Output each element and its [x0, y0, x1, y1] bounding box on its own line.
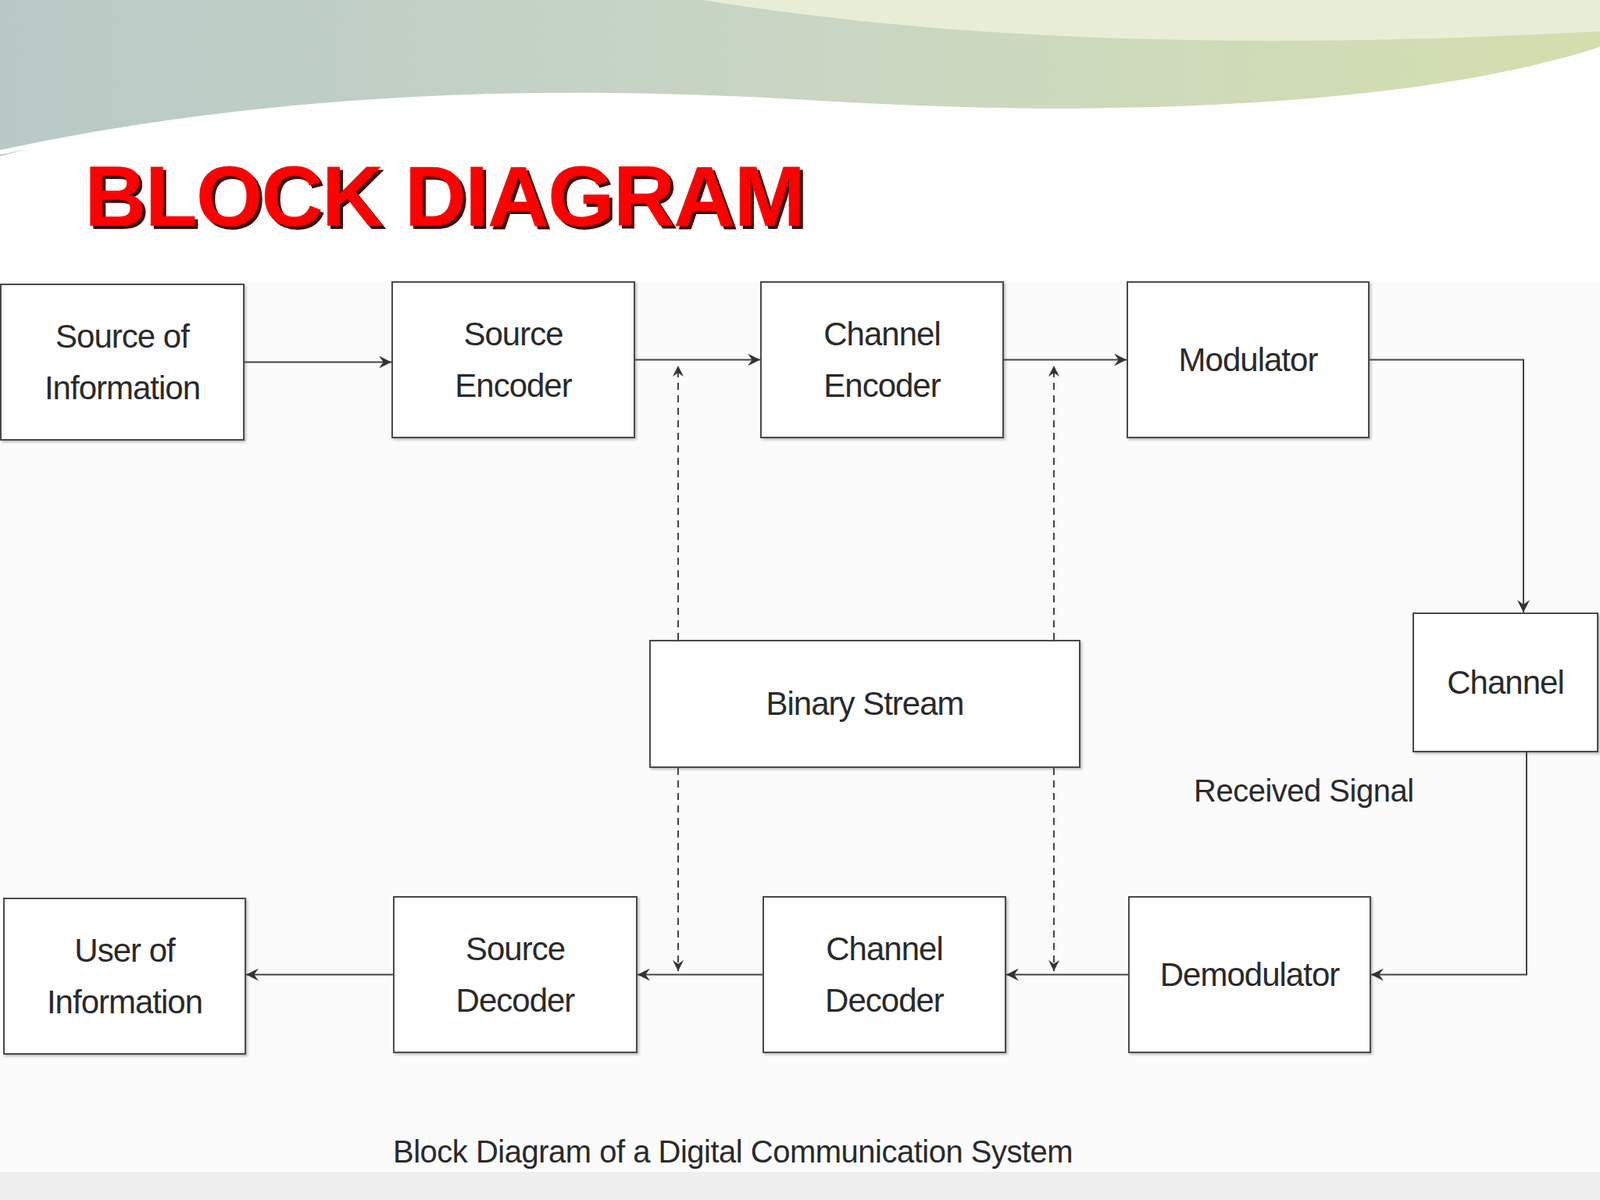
box-label: Channel — [1446, 657, 1564, 709]
process-box: Source of Information — [0, 283, 245, 441]
process-box: User of Information — [3, 897, 247, 1055]
process-box: Modulator — [1126, 281, 1370, 439]
box-label: Source of Information — [17, 310, 228, 415]
connector-group — [635, 359, 761, 361]
connector-group — [1369, 360, 1524, 614]
box-label: User of Information — [20, 925, 229, 1029]
process-box: Binary Stream — [649, 639, 1081, 768]
signal-arrow — [635, 359, 761, 361]
process-box: Channel Decoder — [762, 896, 1007, 1054]
slide-title: BLOCK DIAGRAM — [84, 153, 804, 240]
box-label: Channel Encoder — [777, 308, 987, 412]
process-box: Source Decoder — [392, 896, 638, 1054]
process-box: Demodulator — [1128, 896, 1372, 1054]
box-label: Modulator — [1178, 334, 1318, 386]
binary-tap-line — [677, 767, 679, 972]
connector-group — [1003, 359, 1127, 361]
process-box: Channel Encoder — [760, 281, 1004, 439]
connector-group — [1006, 974, 1129, 975]
signal-arrow — [246, 974, 393, 976]
header-wave — [703, 0, 1600, 41]
box-label: Channel Decoder — [779, 923, 990, 1027]
process-box: Source Encoder — [391, 281, 636, 439]
connector-group — [637, 974, 763, 975]
footer-band — [0, 1171, 1600, 1200]
binary-tap-line — [677, 365, 679, 640]
connector-group — [246, 974, 393, 975]
signal-label: Received Signal — [1193, 771, 1415, 810]
signal-arrow — [1003, 359, 1127, 361]
box-label: Demodulator — [1160, 949, 1340, 1001]
binary-tap-line — [1053, 767, 1055, 972]
box-label: Source Encoder — [408, 308, 618, 412]
binary-tap-line — [1053, 365, 1055, 640]
signal-arrow — [244, 361, 392, 364]
signal-arrow — [1369, 360, 1524, 614]
header-area — [0, 0, 1600, 282]
box-label: Source Decoder — [410, 923, 621, 1027]
signal-arrow — [637, 974, 763, 976]
connector-group — [244, 361, 392, 363]
box-label: Binary Stream — [765, 678, 964, 730]
process-box: Channel — [1412, 612, 1599, 753]
signal-arrow — [1006, 974, 1129, 976]
figure-caption: Block Diagram of a Digital Communication… — [392, 1132, 1073, 1171]
